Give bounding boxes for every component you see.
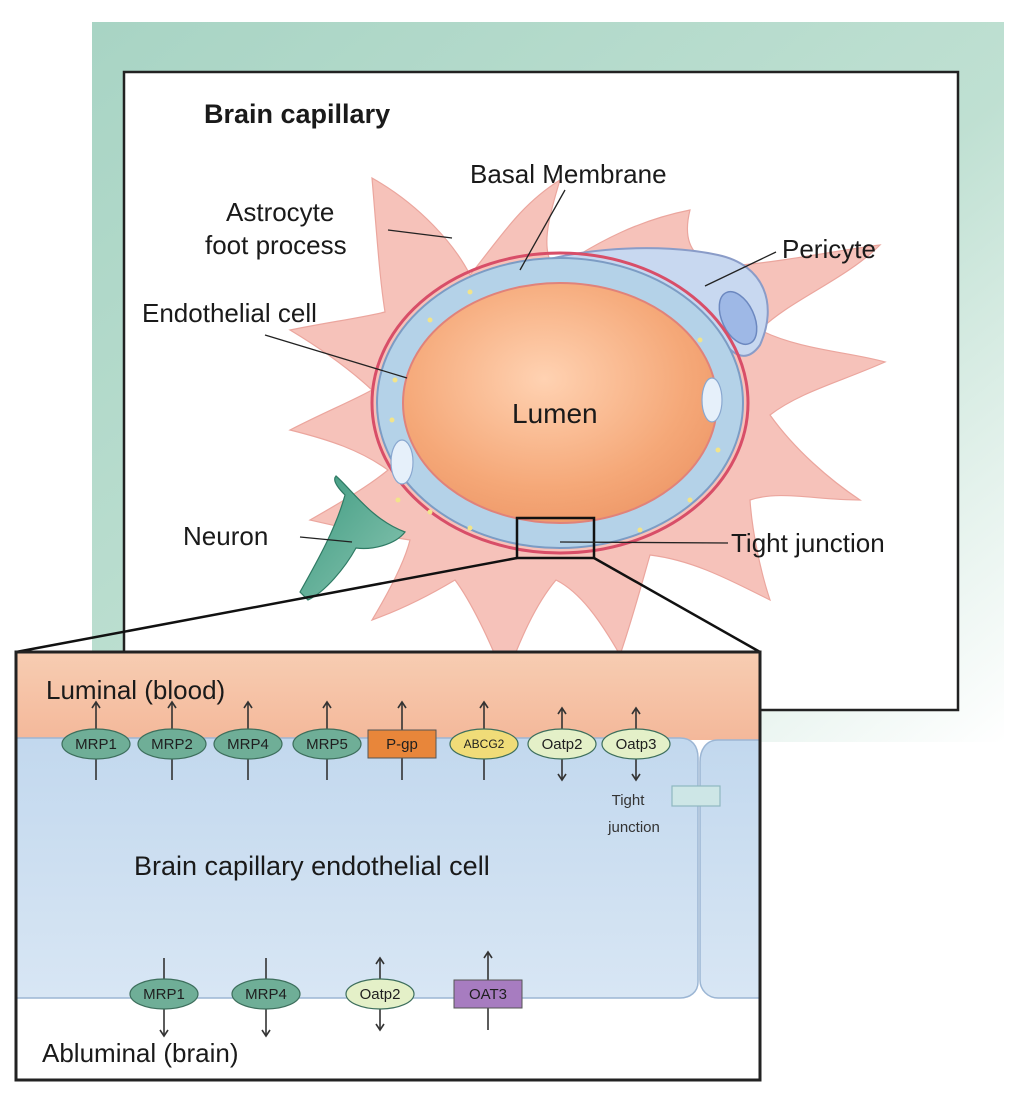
luminal-transporter-mrp4: MRP4	[213, 700, 283, 780]
leader-lines	[264, 189, 777, 544]
luminal-transporter-abcg2: ABCG2	[449, 700, 519, 780]
transporter-label: ABCG2	[464, 737, 505, 751]
neighbor-cell-body	[699, 739, 761, 999]
luminal-transporter-mrp1: MRP1	[61, 700, 131, 780]
endothelial-nucleus	[390, 439, 414, 485]
label-astrocyte-line2: foot process	[205, 230, 347, 260]
abluminal-transporter-row: MRP1 MRP4 Oatp2 OAT3	[129, 950, 523, 1038]
transporter-shape	[129, 978, 199, 1010]
bottom-panel: Luminal (blood) Brain capillary endothel…	[14, 650, 762, 1082]
neuron	[299, 475, 406, 601]
transporter-label: Oatp2	[360, 986, 401, 1003]
transporter-shape	[367, 729, 437, 759]
abluminal-transporter-mrp4: MRP4	[231, 958, 301, 1038]
endothelial-nucleus	[701, 377, 723, 423]
abluminal-transporter-mrp1: MRP1	[129, 958, 199, 1038]
transporter-shape	[137, 728, 207, 760]
label-tight-junction: Tight junction	[731, 528, 885, 558]
label-tight-junction-line1: Tight	[612, 792, 646, 809]
pericyte-nucleus	[718, 290, 758, 346]
transporter-label: Oatp3	[616, 736, 657, 753]
endothelial-granules	[389, 289, 721, 533]
basal-membrane	[370, 251, 750, 555]
transporter-label: MRP5	[306, 736, 348, 753]
zoom-box	[515, 516, 596, 560]
luminal-transporter-mrp5: MRP5	[292, 700, 362, 780]
luminal-transporter-row: MRP1 MRP2 MRP4 MRP5 P-gp ABCG2 Oatp2 Oatp3	[61, 700, 671, 782]
abluminal-transporter-oat3: OAT3	[453, 950, 523, 1030]
label-endothelial-cell-main: Brain capillary endothelial cell	[134, 851, 490, 881]
transporter-shape	[213, 728, 283, 760]
transporter-shape	[231, 978, 301, 1010]
zoom-connectors	[15, 556, 761, 654]
luminal-transporter-oatp2: Oatp2	[527, 706, 597, 782]
label-tight-junction-line2: junction	[607, 819, 660, 836]
label-basal-membrane: Basal Membrane	[470, 159, 667, 189]
transporter-shape	[292, 728, 362, 760]
transporter-label: MRP1	[75, 736, 117, 753]
label-endothelial-cell: Endothelial cell	[142, 298, 317, 328]
tight-junction-marker	[671, 785, 721, 807]
label-abluminal: Abluminal (brain)	[42, 1038, 239, 1068]
transporter-label: OAT3	[469, 986, 507, 1003]
top-panel-title: Brain capillary	[204, 99, 390, 129]
bottom-panel-border	[14, 650, 762, 1082]
transporter-label: Oatp2	[542, 736, 583, 753]
label-luminal: Luminal (blood)	[46, 675, 225, 705]
transporter-shape	[61, 728, 131, 760]
luminal-transporter-mrp2: MRP2	[137, 700, 207, 780]
label-pericyte: Pericyte	[782, 234, 876, 264]
luminal-transporter-p-gp: P-gp	[367, 700, 437, 780]
transporter-shape	[601, 728, 671, 760]
transporter-shape	[345, 978, 415, 1010]
label-astrocyte-line1: Astrocyte	[226, 197, 334, 227]
transporter-shape	[453, 979, 523, 1009]
abluminal-transporter-oatp2: Oatp2	[345, 956, 415, 1032]
transporter-label: MRP4	[245, 986, 287, 1003]
transporter-label: MRP1	[143, 986, 185, 1003]
transporter-shape	[449, 728, 519, 760]
transporter-shape	[527, 728, 597, 760]
transporter-label: MRP4	[227, 736, 269, 753]
label-neuron: Neuron	[183, 521, 268, 551]
luminal-transporter-oatp3: Oatp3	[601, 706, 671, 782]
transporter-label: P-gp	[386, 736, 418, 753]
endothelial-cell-body	[15, 737, 699, 999]
transporter-label: MRP2	[151, 736, 193, 753]
top-panel: Brain capillary	[122, 70, 960, 712]
label-lumen: Lumen	[512, 398, 598, 429]
